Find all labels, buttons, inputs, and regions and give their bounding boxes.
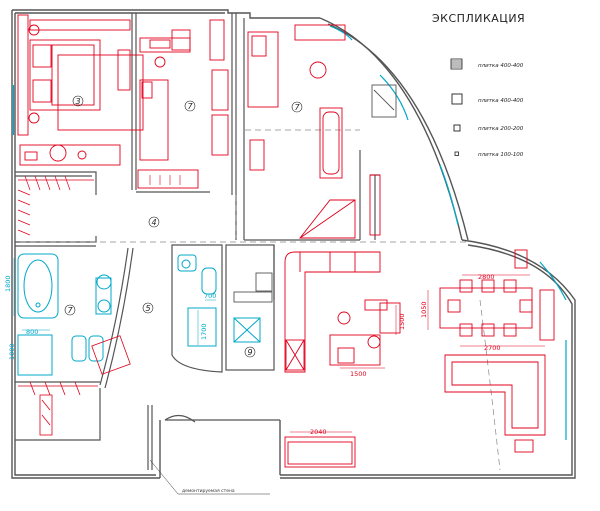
kitchen-furniture: [284, 174, 401, 373]
room-number-toilet: 9: [248, 348, 253, 357]
dim-bath-wall: 1000: [8, 343, 16, 360]
kids-room-1-shelf: [149, 175, 181, 185]
legend-label-4: плитка 100-100: [478, 152, 524, 158]
kids-room-1-furniture: [137, 19, 229, 189]
dim-sofa: 2040: [310, 428, 327, 436]
legend-swatch-large: [451, 93, 463, 105]
room-number-hall: 4: [152, 218, 157, 227]
dim-dining-height: 1050: [420, 301, 428, 318]
legend-label-1: плитка 400-400: [478, 63, 524, 69]
east-wall-furniture: [371, 84, 555, 341]
room-number-corridor: 5: [146, 304, 151, 313]
dashed-lines: [20, 129, 501, 471]
bathroom-plumbing: [17, 253, 112, 376]
dim-tub: 1800: [4, 275, 12, 292]
outer-walls: [11, 9, 576, 479]
utility-box: [233, 272, 273, 303]
legend-title: ЭКСПЛИКАЦИЯ: [432, 12, 525, 25]
dimension-lines: [290, 274, 545, 433]
interior-walls: [15, 13, 380, 470]
dining-set: [439, 279, 533, 337]
dim-island-height: 1500: [398, 313, 406, 330]
shower-wc: [177, 254, 261, 347]
room-number-bathroom: 7: [68, 306, 74, 315]
bathroom-red: [18, 335, 131, 436]
dim-island-width: 1500: [350, 370, 367, 378]
room-number-kids-1: 7: [188, 102, 194, 111]
dim-wc-niche: 700: [204, 292, 216, 300]
room-number-bedroom: 3: [76, 97, 81, 106]
corner-sofa: [444, 354, 546, 453]
kids-room-2-furniture: [247, 24, 356, 239]
legend-label-2: плитка 400-400: [478, 98, 524, 104]
legend-swatch-hatched: [450, 58, 463, 70]
bedroom-wardrobe: [17, 175, 94, 236]
living-sofa: [284, 436, 356, 468]
dim-kitchen-span: 2700: [484, 344, 501, 352]
dimension-lines-cyan: [13, 258, 216, 345]
dim-dining-width: 2800: [478, 273, 495, 281]
dim-shower: 1700: [200, 323, 208, 340]
bedroom-furniture: [17, 14, 144, 166]
room-number-kids-2: 7: [295, 103, 301, 112]
legend: ЭКСПЛИКАЦИЯ плитка 400-400 плитка 400-40…: [432, 12, 525, 158]
legend-swatch-medium: [453, 124, 461, 132]
note-leader: [149, 459, 179, 495]
demolition-note: демонтируемая стена: [182, 489, 235, 494]
legend-swatch-small: [454, 151, 459, 156]
windows: [12, 25, 567, 440]
room-markers: [64, 95, 303, 358]
dim-vanity: 800: [26, 328, 38, 336]
legend-label-3: плитка 200-200: [478, 126, 524, 132]
